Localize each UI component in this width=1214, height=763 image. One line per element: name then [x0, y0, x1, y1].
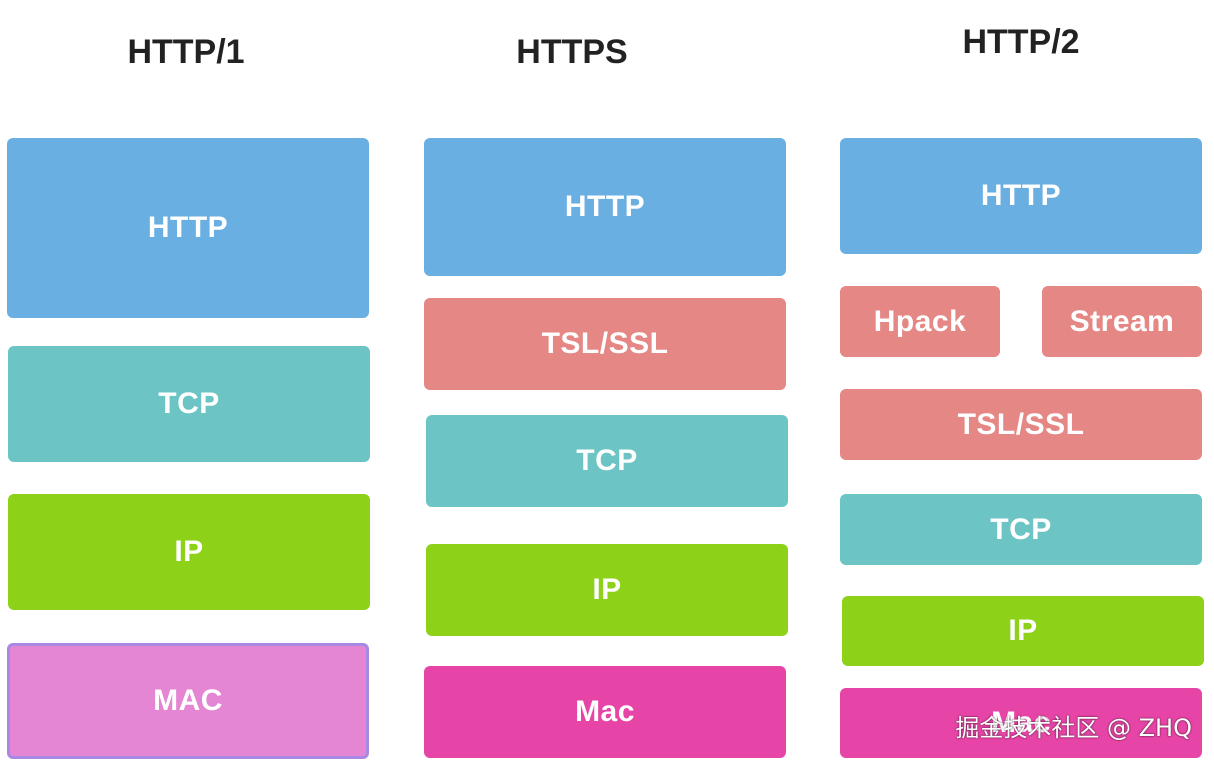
- https-tcp-layer: TCP: [426, 415, 788, 507]
- http2-hpack-layer: Hpack: [840, 286, 1000, 357]
- http2-tcp-layer: TCP: [840, 494, 1202, 565]
- https-mac-layer: Mac: [424, 666, 786, 758]
- https-tls-layer: TSL/SSL: [424, 298, 786, 390]
- https-http-layer: HTTP: [424, 138, 786, 276]
- http2-ip-layer: IP: [842, 596, 1204, 666]
- http2-http-layer: HTTP: [840, 138, 1202, 254]
- http1-tcp-layer: TCP: [8, 346, 370, 462]
- http1-mac-layer: MAC: [7, 643, 369, 759]
- https-ip-layer: IP: [426, 544, 788, 636]
- http1-ip-layer: IP: [8, 494, 370, 610]
- http1-title: HTTP/1: [127, 33, 245, 71]
- https-title: HTTPS: [516, 33, 628, 71]
- http2-mac-layer: Mac: [840, 688, 1202, 758]
- http2-title: HTTP/2: [962, 23, 1080, 61]
- watermark-text: 掘金技术社区 @ ZHQ: [955, 714, 1192, 742]
- http2-stream-layer: Stream: [1042, 286, 1202, 357]
- http1-http-layer: HTTP: [7, 138, 369, 318]
- http2-tls-layer: TSL/SSL: [840, 389, 1202, 460]
